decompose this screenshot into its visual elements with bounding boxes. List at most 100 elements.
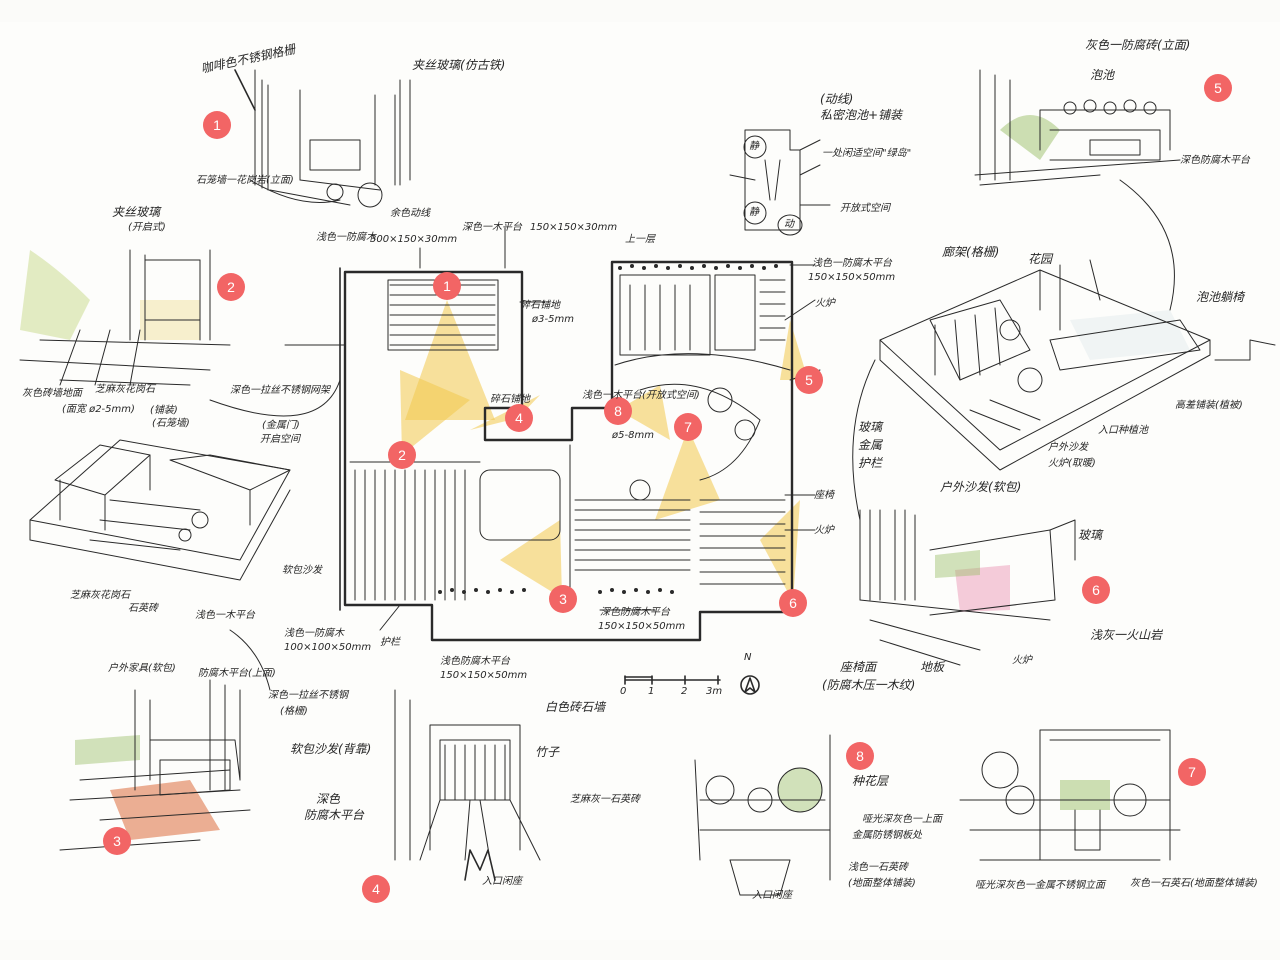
site-plan [284, 227, 821, 642]
view-cone-6 [760, 500, 800, 602]
note-bottom-14: 金属防锈钢板处 [852, 830, 922, 841]
note-plan-5: 碎石铺地 [520, 300, 560, 311]
note-left-7: (石笼墙) [152, 418, 190, 429]
view-cone-7 [655, 428, 720, 520]
note-diagram-3: 一处闲适空间"绿岛" [822, 148, 912, 159]
marker-plan-1: 1 [433, 272, 461, 300]
sketch-7-art [959, 729, 1181, 861]
marker-plan-2: 2 [388, 441, 416, 469]
note-bottom-5: 软包沙发(背靠) [290, 742, 372, 756]
note-right-4: 廊架(格栅) [942, 245, 1000, 259]
note-right-3: 深色防腐木平台 [1180, 155, 1250, 166]
connector-curves [209, 179, 1175, 691]
note-bottom-17: 入口闲座 [752, 890, 792, 901]
note-plan-20: 碎石铺地 [490, 394, 530, 405]
marker-plan-8: 8 [604, 397, 632, 425]
note-plan-14: 座椅 [814, 490, 834, 501]
marker-sketch-7: 7 [1178, 758, 1206, 786]
note-plan-13: 150×150×50mm [598, 621, 686, 632]
note-left-3: 灰色砖墙地面 [22, 388, 82, 399]
note-right-1: 灰色一防腐砖(立面) [1085, 38, 1191, 52]
note-bottom-2: 防腐木平台(上面) [198, 668, 276, 679]
note-left-11: 软包沙发 [282, 565, 322, 576]
note-top-left-2: 夹丝玻璃(仿古铁) [412, 58, 506, 72]
note-left-5: 芝麻灰花岗石 [95, 384, 155, 395]
note-top-left-3: 石笼墙一花岗岩(立面) [196, 175, 294, 186]
deck-hatch-mid [479, 444, 786, 601]
marker-sketch-8: 8 [846, 742, 874, 770]
note-left-1: 夹丝玻璃 [112, 205, 161, 219]
note-right-2: 泡池 [1090, 68, 1115, 82]
note-left-13: 石英砖 [128, 603, 158, 614]
note-right-12: 金属 [858, 438, 883, 452]
note-plan-6: ø3-5mm [532, 314, 574, 325]
view-cone-8 [618, 385, 670, 440]
note-diagram-7: 动 [784, 219, 794, 230]
note-diagram-1: (动线) [820, 92, 854, 106]
hedge-dots [438, 264, 778, 594]
note-bottom-15: 浅色一石英砖 [848, 862, 908, 873]
note-bottom-11: 入口闲座 [482, 876, 522, 887]
note-right-15: 玻璃 [1078, 528, 1103, 542]
note-right-19: (防腐木压一木纹) [822, 678, 916, 692]
note-left-10: 开启空间 [260, 434, 300, 445]
note-bottom-10: 芝麻灰一石英砖 [570, 794, 640, 805]
note-plan-9: 火炉 [815, 298, 835, 309]
note-bottom-19: 灰色一石英石(地面整体铺装) [1130, 878, 1258, 889]
note-right-20: 地板 [920, 660, 945, 674]
note-diagram-6: 静 [749, 207, 759, 218]
note-plan-10: 浅色一防腐木 [284, 628, 344, 639]
note-right-9: 户外沙发 [1048, 442, 1088, 453]
note-plan-7: 浅色一防腐木平台 [812, 258, 892, 269]
note-right-8: 入口种植池 [1098, 425, 1148, 436]
sketch-3-art [59, 679, 251, 851]
note-right-17: 火炉 [1012, 655, 1032, 666]
note-left-6: (铺装) [150, 405, 178, 416]
marker-sketch-4: 4 [362, 875, 390, 903]
note-left-9: (金属门) [262, 420, 300, 431]
sketch-6-art [859, 509, 1076, 666]
note-plan-21: ø5-8mm [612, 430, 654, 441]
marker-plan-6: 6 [779, 589, 807, 617]
note-right-7: 高差铺装(植被) [1175, 400, 1243, 411]
marker-plan-5: 5 [795, 366, 823, 394]
note-plan-2: 300×150×30mm [370, 234, 458, 245]
note-top-left-4: 余色动线 [390, 208, 430, 219]
scale-tick-0: 0 [620, 686, 627, 697]
view-cone-5 [780, 320, 808, 380]
note-plan-3: 深色一木平台 [462, 222, 522, 233]
sketch-1-art [234, 69, 411, 208]
note-bottom-16: (地面整体铺装) [848, 878, 916, 889]
note-left-2: (开启式) [128, 222, 166, 233]
note-plan-11: 100×100×50mm [284, 642, 372, 653]
view-cone-3 [500, 520, 562, 598]
note-left-8: 深色一拉丝不锈钢网架 [230, 385, 330, 396]
note-bottom-9: 竹子 [535, 745, 560, 759]
note-right-11: 玻璃 [858, 420, 883, 434]
note-plan-18: 护栏 [380, 637, 400, 648]
note-bottom-18: 哑光深灰色一金属不锈钢立面 [975, 880, 1105, 891]
scale-bar [624, 675, 760, 695]
deck-hatch-left [349, 279, 499, 601]
note-right-13: 护栏 [858, 456, 883, 470]
note-right-10: 火炉(取暖) [1048, 458, 1096, 469]
sketch-8-art [694, 734, 831, 896]
leader-lines [284, 227, 821, 631]
note-diagram-2: 私密泡池+铺装 [820, 108, 903, 122]
pool-area [614, 274, 791, 501]
view-cone-2 [400, 370, 470, 455]
note-bottom-1: 户外家具(软包) [108, 663, 176, 674]
zone-diagram-art [729, 129, 831, 236]
marker-sketch-3: 3 [103, 827, 131, 855]
note-plan-1: 浅色一防腐木 [316, 232, 376, 243]
note-plan-19: 浅色一木平台(开放式空间) [582, 390, 700, 401]
scale-tick-1: 1 [648, 686, 655, 697]
note-bottom-7: 防腐木平台 [304, 808, 365, 822]
marker-sketch-6: 6 [1082, 576, 1110, 604]
note-bottom-8: 白色砖石墙 [545, 700, 606, 714]
scale-tick-2: 2 [681, 686, 688, 697]
note-left-14: 浅色一木平台 [195, 610, 255, 621]
note-right-14: 户外沙发(软包) [940, 480, 1022, 494]
